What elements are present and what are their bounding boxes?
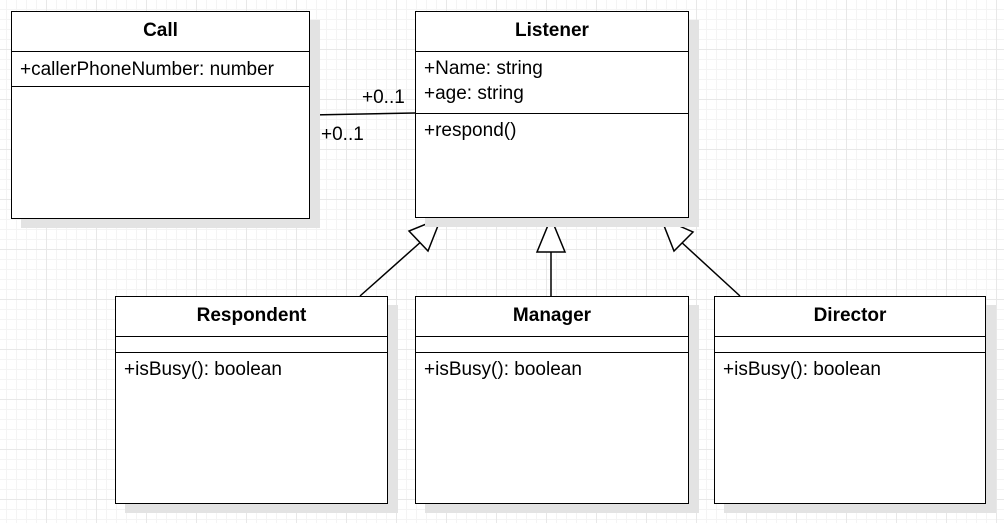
multiplicity-listener-end: +0..1 (362, 87, 405, 108)
class-attributes: +Name: string +age: string (416, 52, 688, 114)
inheritance-arrowhead-icon (535, 216, 567, 253)
class-attributes (715, 337, 985, 353)
class-call[interactable]: Call +callerPhoneNumber: number (11, 11, 310, 219)
generalization-director-listener[interactable] (678, 239, 741, 297)
class-attributes (116, 337, 387, 353)
operation: +isBusy(): boolean (124, 359, 282, 380)
generalization-respondent-listener[interactable] (359, 239, 424, 297)
class-attributes (416, 337, 688, 353)
operation: +isBusy(): boolean (424, 359, 582, 380)
class-name: Call (12, 12, 309, 52)
class-name: Director (715, 297, 985, 337)
class-operations (12, 87, 309, 218)
class-name: Manager (416, 297, 688, 337)
operation: +isBusy(): boolean (723, 359, 881, 380)
class-listener[interactable]: Listener +Name: string +age: string +res… (415, 11, 689, 218)
class-operations: +isBusy(): boolean (116, 353, 387, 503)
operation: +respond() (424, 120, 517, 141)
class-operations: +isBusy(): boolean (715, 353, 985, 503)
class-attributes: +callerPhoneNumber: number (12, 52, 309, 87)
inheritance-arrowhead-icon (407, 216, 443, 253)
attribute: +Name: string (424, 58, 543, 79)
class-respondent[interactable]: Respondent +isBusy(): boolean (115, 296, 388, 504)
class-operations: +respond() (416, 114, 688, 217)
class-operations: +isBusy(): boolean (416, 353, 688, 503)
class-manager[interactable]: Manager +isBusy(): boolean (415, 296, 689, 504)
class-name: Listener (416, 12, 688, 52)
multiplicity-call-end: +0..1 (321, 124, 364, 145)
class-director[interactable]: Director +isBusy(): boolean (714, 296, 986, 504)
attribute: +callerPhoneNumber: number (20, 59, 274, 80)
attribute: +age: string (424, 83, 524, 104)
inheritance-arrowhead-icon (659, 216, 695, 253)
association-call-listener[interactable] (309, 112, 416, 116)
class-name: Respondent (116, 297, 387, 337)
